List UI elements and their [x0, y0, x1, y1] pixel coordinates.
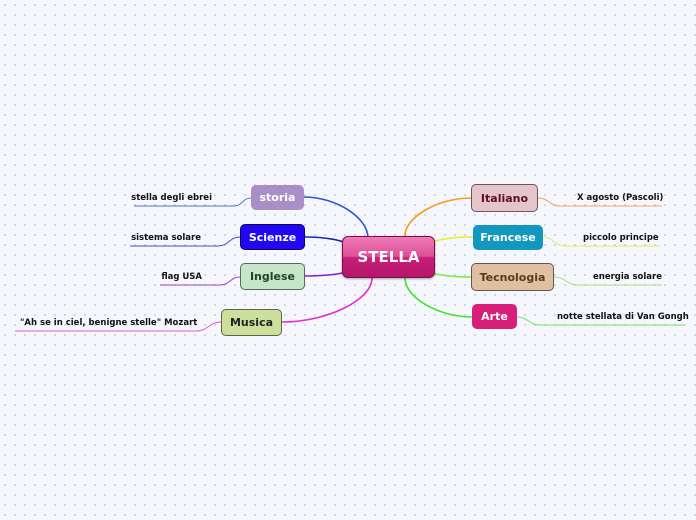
- leaf-flag-usa[interactable]: flag USA: [161, 272, 202, 282]
- topic-musica[interactable]: Musica: [221, 309, 282, 336]
- leaf-connector-scienze: [130, 236, 241, 247]
- leaf-connector-francese: [542, 236, 660, 247]
- topic-arte[interactable]: Arte: [472, 304, 517, 329]
- topic-italiano[interactable]: Italiano: [471, 184, 538, 212]
- topic-francese[interactable]: Francese: [473, 225, 543, 250]
- connector-tecnologia: [431, 271, 472, 278]
- leaf-piccolo-principe[interactable]: piccolo principe: [583, 233, 659, 243]
- leaf-x-agosto[interactable]: X agosto (Pascoli): [577, 193, 664, 203]
- connector-italiano: [404, 197, 472, 237]
- topic-scienze[interactable]: Scienze: [240, 224, 305, 250]
- leaf-energia-solare[interactable]: energia solare: [593, 272, 662, 282]
- leaf-mozart[interactable]: "Ah se in ciel, benigne stelle" Mozart: [20, 318, 198, 328]
- leaf-connector-arte: [516, 316, 684, 326]
- connector-scienze: [304, 236, 346, 245]
- leaf-notte-stellata[interactable]: notte stellata di Van Gongh: [557, 312, 689, 322]
- connector-arte: [404, 277, 473, 318]
- connector-storia: [303, 196, 369, 239]
- leaf-stella-degli-ebrei[interactable]: stella degli ebrei: [131, 193, 212, 203]
- topic-tecnologia[interactable]: Tecnologia: [471, 263, 554, 291]
- leaf-connector-inglese: [160, 276, 241, 286]
- leaf-connector-italiano: [537, 197, 662, 207]
- topic-storia[interactable]: storia: [251, 185, 304, 210]
- leaf-sistema-solare[interactable]: sistema solare: [131, 233, 201, 243]
- topic-inglese[interactable]: Inglese: [240, 263, 305, 290]
- leaf-connector-storia: [134, 197, 252, 207]
- connector-francese: [429, 236, 474, 245]
- connector-musica: [281, 277, 373, 323]
- leaf-connector-musica: [15, 321, 222, 332]
- central-topic-stella[interactable]: STELLA: [342, 236, 435, 278]
- leaf-connector-tecnologia: [553, 276, 662, 286]
